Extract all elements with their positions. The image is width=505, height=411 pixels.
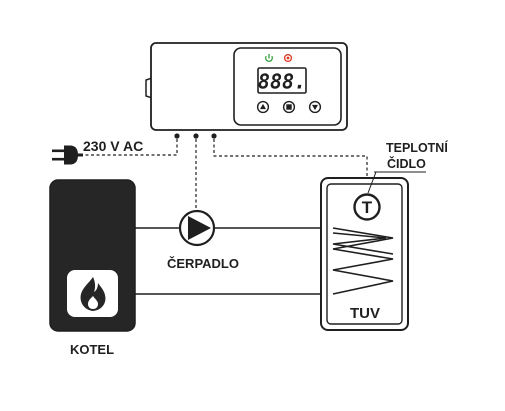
power-plug-icon [52,145,83,165]
tank-inner [326,183,403,325]
boiler [49,179,136,332]
pump-symbol [178,209,216,247]
hot-water-tank: T [320,177,409,331]
sensor-label-line2: ČIDLO [387,156,426,171]
sensor-symbol: T [362,198,373,217]
heat-exchanger-coil [332,227,394,295]
pipes [135,227,333,295]
alarm-icon [283,53,293,63]
power-wire [82,139,178,156]
temperature-sensor: T [353,193,381,221]
terminal-power [174,133,180,139]
power-icon [265,54,273,62]
down-button[interactable] [308,100,322,114]
display-readout: 888. [258,70,306,94]
sensor-leader-line [367,171,377,194]
stop-square-icon [286,104,292,110]
wiring [82,139,368,211]
down-arrow-icon [312,104,318,111]
sensor-label-line1: TEPLOTNÍ [386,140,448,155]
power-label: 230 V AC [83,138,143,154]
tank-label: TUV [350,305,380,322]
up-button[interactable] [256,100,270,114]
up-arrow-icon [260,103,266,110]
controller-unit: 888. [145,42,348,139]
sensor-wire [213,139,368,189]
flame-icon [80,277,106,311]
stop-button[interactable] [282,100,296,114]
pump-triangle-icon [188,216,211,240]
pump-label: ČERPADLO [167,256,239,271]
terminal-pump [193,133,199,139]
digital-display [257,67,307,94]
terminal-sensor [211,133,217,139]
boiler-label: KOTEL [70,342,114,357]
